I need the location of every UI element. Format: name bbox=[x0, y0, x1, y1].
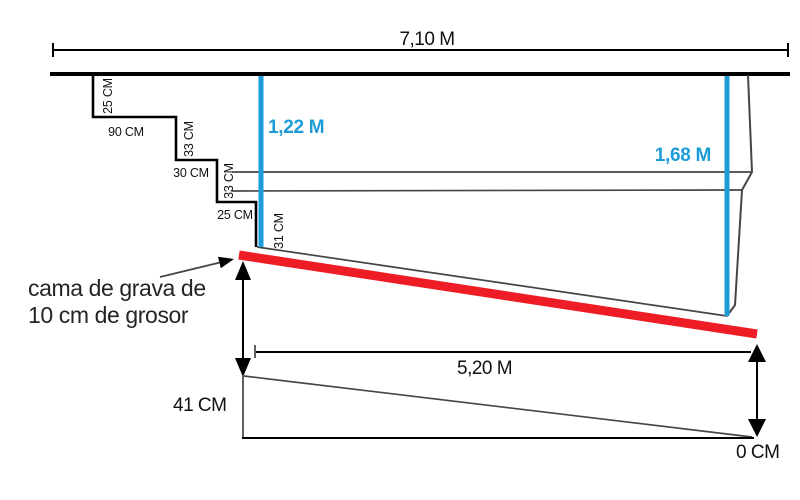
base-length-label: 5,20 M bbox=[457, 358, 512, 379]
up-arrowhead-icon bbox=[235, 261, 251, 280]
step-label-v2: 33 CM bbox=[182, 121, 196, 157]
left-drop-label: 41 CM bbox=[173, 395, 226, 416]
note-pointer-arrowhead-icon bbox=[218, 256, 234, 269]
depth-right-label: 1,68 M bbox=[655, 145, 711, 166]
gravel-note: cama de grava de 10 cm de grosor bbox=[28, 256, 234, 328]
up-arrowhead-icon bbox=[748, 344, 766, 362]
excavation-bottom-line bbox=[256, 246, 728, 317]
step-label-v4: 31 CM bbox=[272, 213, 286, 249]
right-wall-line bbox=[726, 74, 754, 317]
right-drop-dimension: 0 CM bbox=[736, 344, 780, 463]
note-pointer-line bbox=[159, 261, 223, 278]
down-arrowhead-icon bbox=[235, 358, 251, 377]
step-label-v1: 25 CM bbox=[101, 78, 115, 114]
step-label-h1: 90 CM bbox=[108, 125, 144, 139]
down-arrowhead-icon bbox=[748, 419, 766, 437]
overall-width-label: 7,10 M bbox=[399, 29, 454, 50]
layer-line-lower bbox=[231, 189, 743, 192]
gravel-note-line1: cama de grava de bbox=[28, 275, 206, 301]
depth-left-label: 1,22 M bbox=[268, 117, 324, 138]
triangle-slope-edge bbox=[243, 375, 753, 438]
base-length-dimension: 5,20 M bbox=[254, 345, 751, 379]
overall-width-dimension: 7,10 M bbox=[52, 29, 789, 57]
slope-reference-triangle bbox=[242, 375, 754, 439]
left-drop-dimension: 41 CM bbox=[173, 261, 251, 416]
step-label-h2: 30 CM bbox=[173, 166, 209, 180]
step-label-h3: 25 CM bbox=[217, 208, 253, 222]
gravel-note-line2: 10 cm de grosor bbox=[28, 302, 189, 328]
right-drop-label: 0 CM bbox=[736, 442, 779, 463]
step-label-v3: 33 CM bbox=[222, 163, 236, 199]
stepped-profile-line bbox=[91, 74, 258, 247]
gravel-bed-line bbox=[238, 250, 758, 339]
